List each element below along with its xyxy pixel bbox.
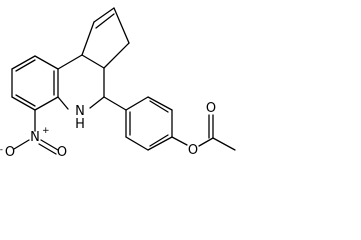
- bond: [40, 139, 59, 151]
- amine-hydrogen-label: H: [75, 117, 85, 132]
- bond: [125, 136, 149, 151]
- aromatic-inner-bond: [149, 100, 169, 113]
- bond: [198, 137, 214, 147]
- bond: [81, 21, 95, 56]
- bond: [147, 136, 173, 151]
- bond: [11, 96, 36, 111]
- bond: [11, 55, 36, 70]
- bond: [147, 96, 173, 111]
- bond: [212, 137, 236, 151]
- carbonyl-oxygen-label: O: [206, 101, 216, 116]
- bonds: [11, 7, 236, 155]
- nitro-oxygen-left-label: O: [5, 145, 15, 160]
- bond: [13, 139, 30, 150]
- nitro-oxygen-charge: -: [0, 145, 3, 155]
- atom-labels: N + O O - N H O O: [0, 101, 216, 160]
- aromatic-inner-bond: [15, 59, 36, 72]
- bond: [81, 54, 105, 69]
- ester-oxygen-label: O: [188, 143, 198, 158]
- bond: [125, 96, 149, 111]
- bond: [103, 42, 130, 69]
- nitro-oxygen-top-label: O: [57, 145, 67, 160]
- double-bond-inner: [95, 13, 115, 29]
- bond: [171, 136, 188, 146]
- nitro-nitrogen-label: N: [30, 130, 40, 145]
- bond: [93, 7, 115, 23]
- molecule-structure-diagram: N + O O - N H O O: [0, 7, 236, 160]
- nitro-nitrogen-charge: +: [42, 126, 50, 136]
- bond: [57, 96, 69, 110]
- bond: [103, 96, 127, 111]
- bond: [34, 55, 59, 70]
- aromatic-inner-bond: [15, 94, 36, 107]
- bond: [34, 96, 59, 111]
- bond: [89, 96, 105, 109]
- bond: [57, 54, 83, 70]
- aromatic-inner-bond: [149, 134, 169, 147]
- double-bond-inner: [38, 143, 57, 155]
- bond: [113, 7, 130, 44]
- amine-nitrogen-label: N: [75, 104, 85, 119]
